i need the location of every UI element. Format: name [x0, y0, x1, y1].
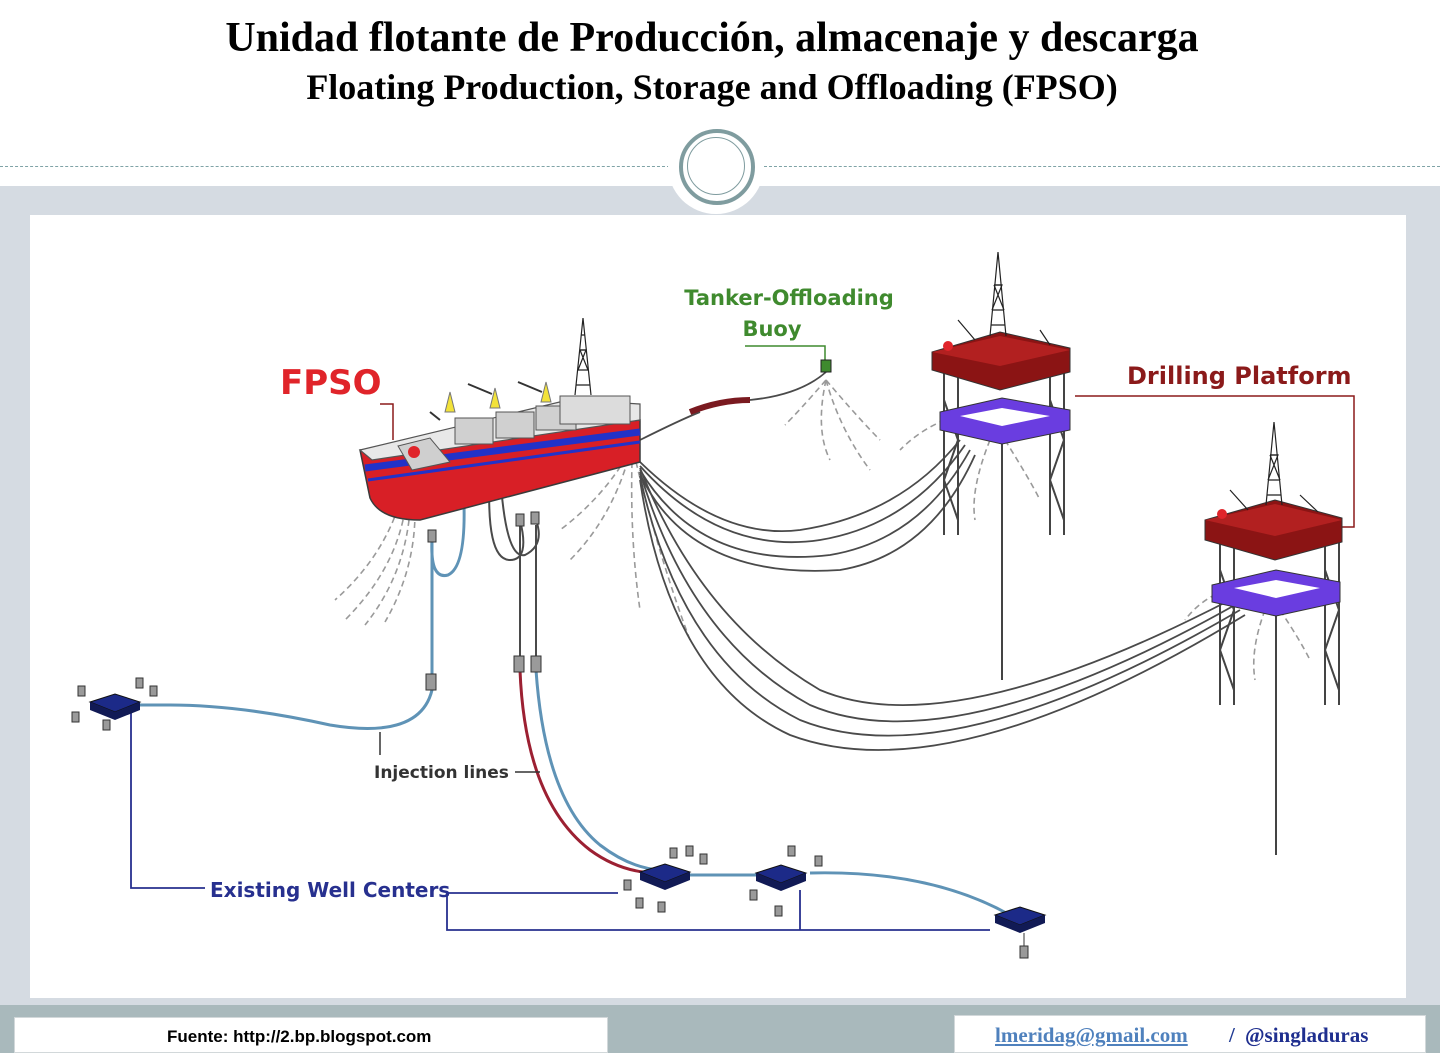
riser-d [499, 469, 540, 557]
drilling-platform-label: Drilling Platform [1127, 362, 1352, 390]
divider-left [0, 166, 670, 167]
drilling-platform-2 [1204, 421, 1343, 855]
drilling-platform-1 [931, 251, 1071, 680]
injection-line-b [135, 689, 434, 730]
source-credit: Fuente: http://2.bp.blogspot.com [167, 1027, 432, 1046]
well-center-2 [623, 845, 708, 913]
well-centers-label: Existing Well Centers [210, 878, 450, 902]
flowline [809, 871, 1011, 917]
divider-ring-icon [679, 129, 755, 205]
buoy-label-line2: Buoy [742, 317, 801, 341]
injection-lines-label: Injection lines [374, 763, 509, 783]
floating-hose [688, 397, 751, 415]
fpso-label: FPSO [280, 363, 382, 403]
title-area: Unidad flotante de Producción, almacenaj… [0, 0, 1440, 165]
buoy-label-line1: Tanker-Offloading [684, 286, 894, 310]
riser-bundle [639, 371, 1246, 751]
footer-source-box: Fuente: http://2.bp.blogspot.com [14, 1017, 608, 1053]
well-center-4 [993, 906, 1047, 959]
email-link[interactable]: lmeridag@gmail.com [995, 1023, 1188, 1047]
twitter-handle: @singladuras [1245, 1023, 1369, 1047]
divider-right [764, 166, 1440, 167]
diagram-panel [30, 215, 1406, 998]
label-leaders [380, 395, 1355, 528]
page-title: Unidad flotante de Producción, almacenaj… [225, 15, 1199, 61]
injection-line-blue [534, 669, 661, 872]
contact-separator: / [1229, 1023, 1235, 1047]
fpso-vessel [358, 317, 641, 521]
buoy-icon [820, 359, 832, 373]
well-center-1 [71, 677, 158, 731]
footer-contact-box: lmeridag@gmail.com / @singladuras [954, 1015, 1426, 1053]
page-subtitle: Floating Production, Storage and Offload… [306, 67, 1118, 107]
injection-line-red [518, 669, 656, 875]
fpso-diagram: FPSO Tanker-Offloading Buoy Drilling Pla… [71, 251, 1355, 959]
fpso-derrick [574, 317, 592, 396]
wells-leaders [130, 712, 990, 931]
well-center-3 [749, 845, 823, 917]
riser-c [488, 469, 525, 562]
